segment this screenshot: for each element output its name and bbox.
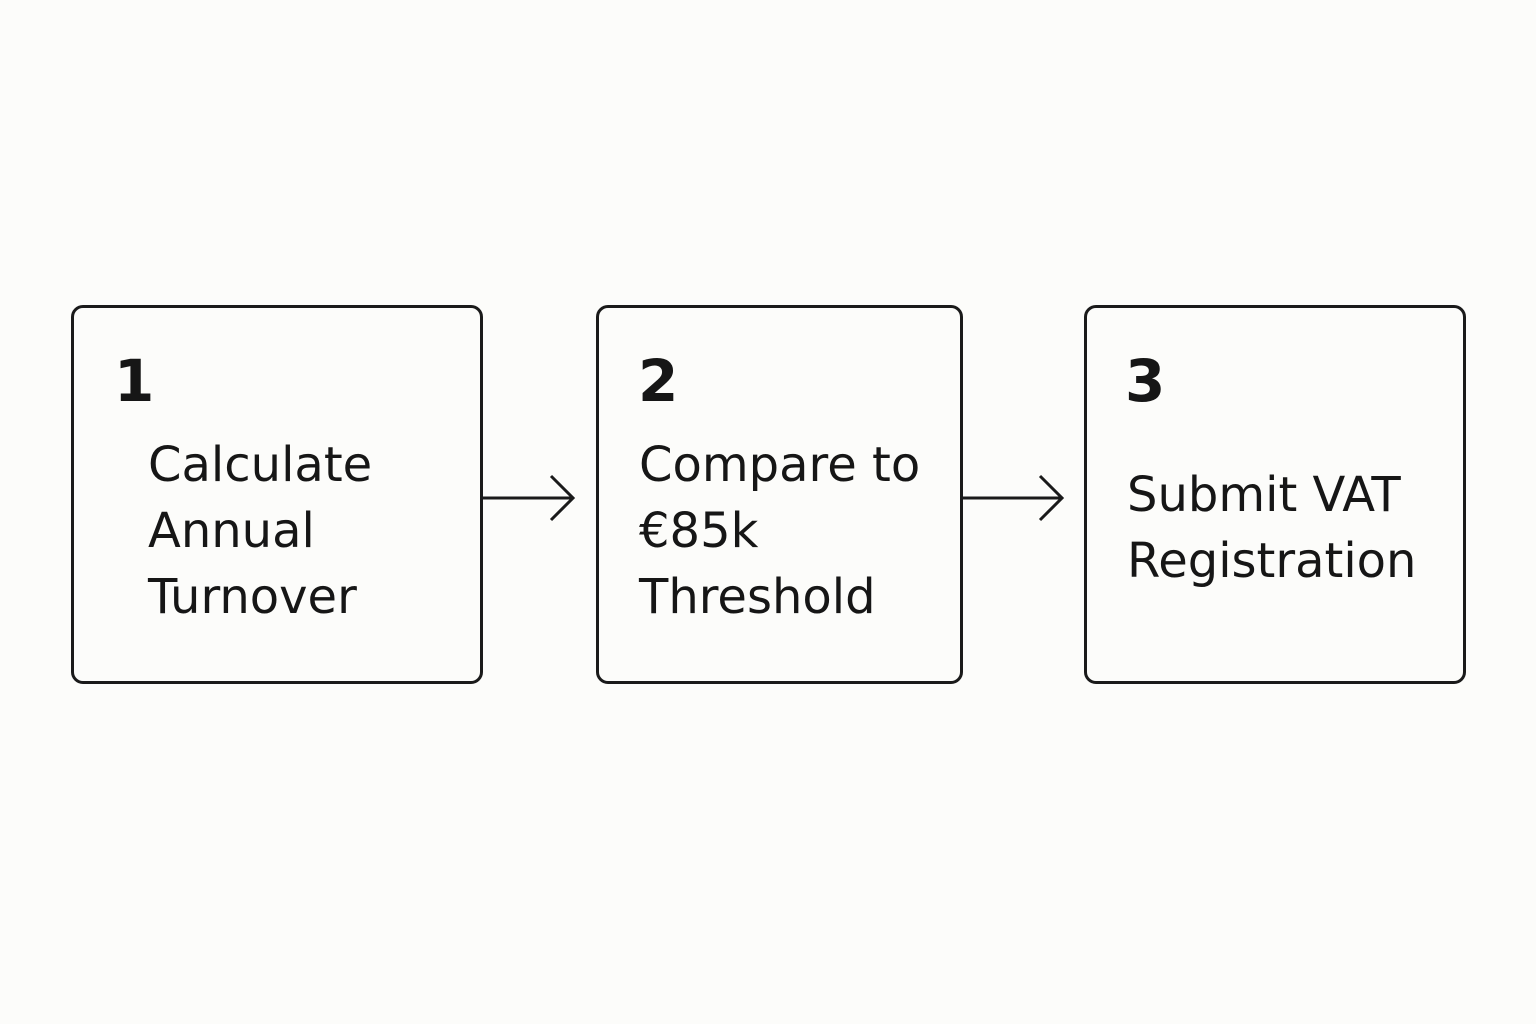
step-2-number: 2: [638, 347, 680, 415]
step-3-box: 3 Submit VAT Registration: [1084, 305, 1466, 684]
step-2-box: 2 Compare to €85k Threshold: [596, 305, 963, 684]
step-2-label: Compare to €85k Threshold: [639, 437, 921, 625]
arrow-1-to-2: [483, 474, 576, 522]
step-3-number: 3: [1125, 347, 1167, 415]
step-1-number: 1: [114, 347, 156, 415]
step-3-label: Submit VAT Registration: [1127, 467, 1417, 589]
step-1-label: Calculate Annual Turnover: [148, 437, 373, 625]
arrow-2-to-3: [963, 474, 1065, 522]
step-1-box: 1 Calculate Annual Turnover: [71, 305, 483, 684]
